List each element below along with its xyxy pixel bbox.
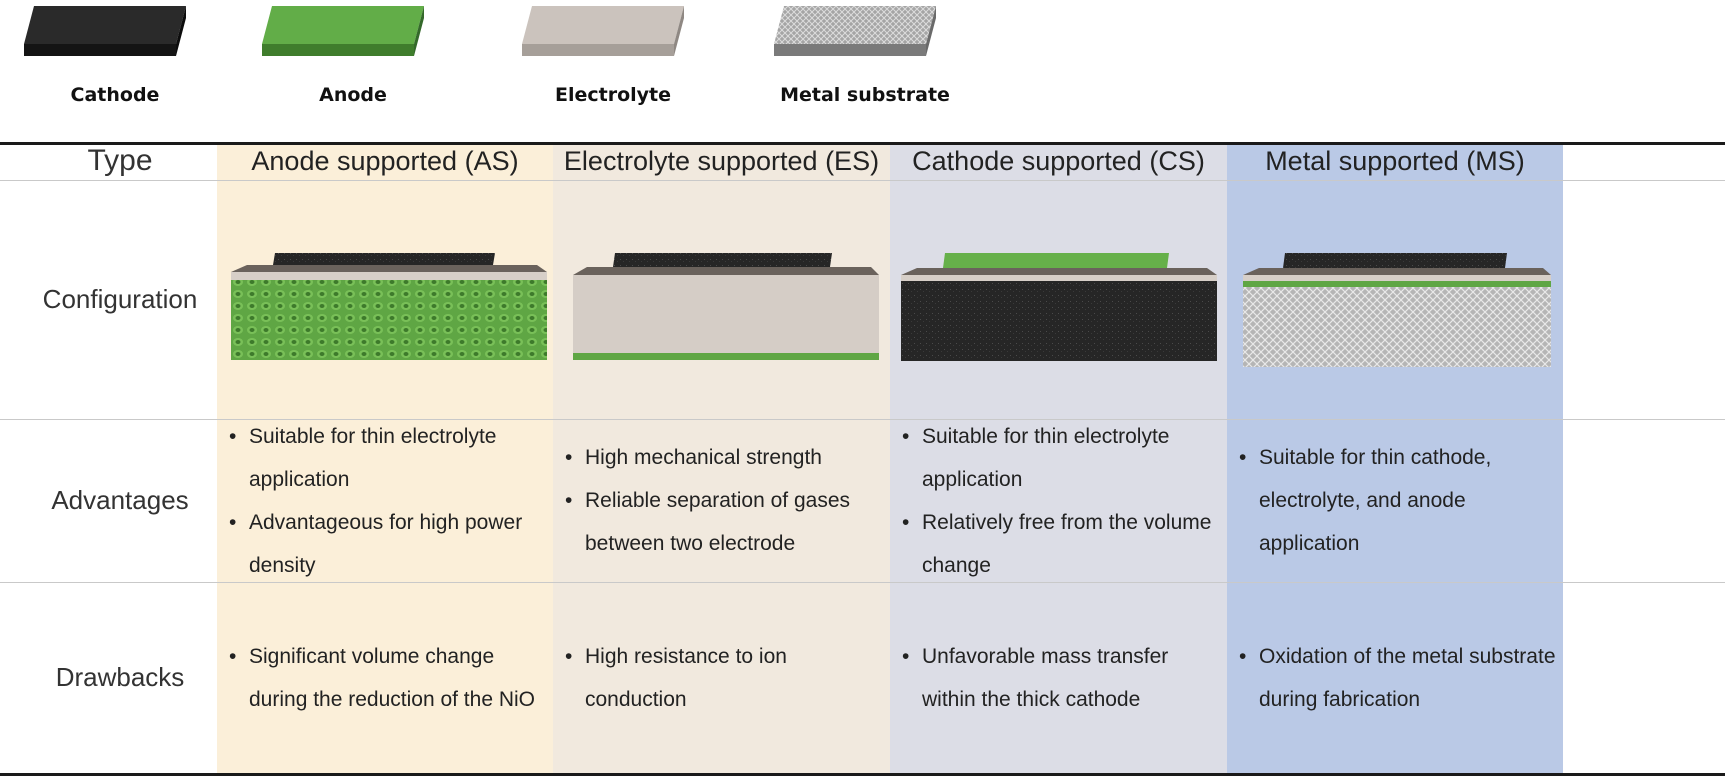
header-rule: [0, 180, 1725, 181]
column-header-anode-supported: Anode supported (AS): [251, 145, 519, 176]
metal-substrate-swatch-icon: [774, 6, 936, 56]
row-header-advantages: Advantages: [51, 485, 189, 515]
legend-label-anode: Anode: [319, 84, 387, 106]
advantages-metal-supported: Suitable for thin cathode, electrolyte, …: [1227, 419, 1563, 582]
legend-item-cathode: Cathode: [20, 0, 220, 120]
advantages-rule: [0, 582, 1725, 583]
row-header-configuration: Configuration: [42, 284, 198, 314]
drawbacks-cathode-supported: Unfavorable mass transfer within the thi…: [890, 582, 1227, 773]
advantages-anode-supported: Suitable for thin electrolyte applicatio…: [217, 415, 553, 582]
legend-label-electrolyte: Electrolyte: [554, 84, 671, 106]
cathode-supported-diagram: [901, 253, 1217, 361]
comparison-table: Type Configuration Advantages Drawbacks …: [0, 142, 1725, 778]
drawbacks-anode-supported: Significant volume change during the red…: [217, 582, 553, 773]
legend-item-metal-substrate: Metal substrate: [770, 0, 970, 120]
advantage-item: Suitable for thin electrolyte applicatio…: [896, 415, 1227, 501]
drawback-item: Oxidation of the metal substrate during …: [1233, 635, 1563, 721]
advantage-item: Relatively free from the volume change: [896, 501, 1227, 587]
config-rule: [0, 419, 1725, 420]
advantage-item: Suitable for thin electrolyte applicatio…: [223, 415, 553, 501]
metal-supported-diagram: [1243, 253, 1551, 367]
column-header-cathode-supported: Cathode supported (CS): [912, 145, 1205, 176]
table-top-rule: [0, 142, 1725, 145]
column-header-metal-supported: Metal supported (MS): [1265, 145, 1525, 176]
row-header-drawbacks: Drawbacks: [55, 662, 185, 692]
column-header-electrolyte-supported: Electrolyte supported (ES): [563, 145, 880, 176]
anode-swatch-icon: [262, 6, 424, 56]
drawback-item: Unfavorable mass transfer within the thi…: [896, 635, 1227, 721]
configuration-row: [217, 180, 1563, 419]
legend-item-anode: Anode: [258, 0, 458, 120]
advantage-item: Reliable separation of gases between two…: [559, 479, 890, 565]
drawback-item: High resistance to ion conduction: [559, 635, 890, 721]
advantage-item: Suitable for thin cathode, electrolyte, …: [1233, 436, 1563, 565]
cathode-swatch-icon: [24, 6, 186, 56]
advantage-item: High mechanical strength: [559, 436, 890, 479]
drawback-item: Significant volume change during the red…: [223, 635, 553, 721]
advantages-electrolyte-supported: High mechanical strength Reliable separa…: [553, 419, 890, 582]
legend-label-cathode: Cathode: [70, 84, 160, 106]
electrolyte-swatch-icon: [522, 6, 684, 56]
row-header-type: Type: [87, 144, 153, 177]
drawbacks-electrolyte-supported: High resistance to ion conduction: [553, 582, 890, 773]
cell-configuration-diagrams: [231, 253, 1551, 367]
drawbacks-metal-supported: Oxidation of the metal substrate during …: [1227, 582, 1563, 773]
legend-item-electrolyte: Electrolyte: [518, 0, 718, 120]
table-bottom-rule: [0, 773, 1725, 776]
anode-supported-diagram: [231, 253, 547, 360]
advantages-cathode-supported: Suitable for thin electrolyte applicatio…: [890, 415, 1227, 582]
legend-label-metal-substrate: Metal substrate: [780, 84, 950, 106]
advantage-item: Advantageous for high power density: [223, 501, 553, 587]
electrolyte-supported-diagram: [573, 253, 879, 360]
